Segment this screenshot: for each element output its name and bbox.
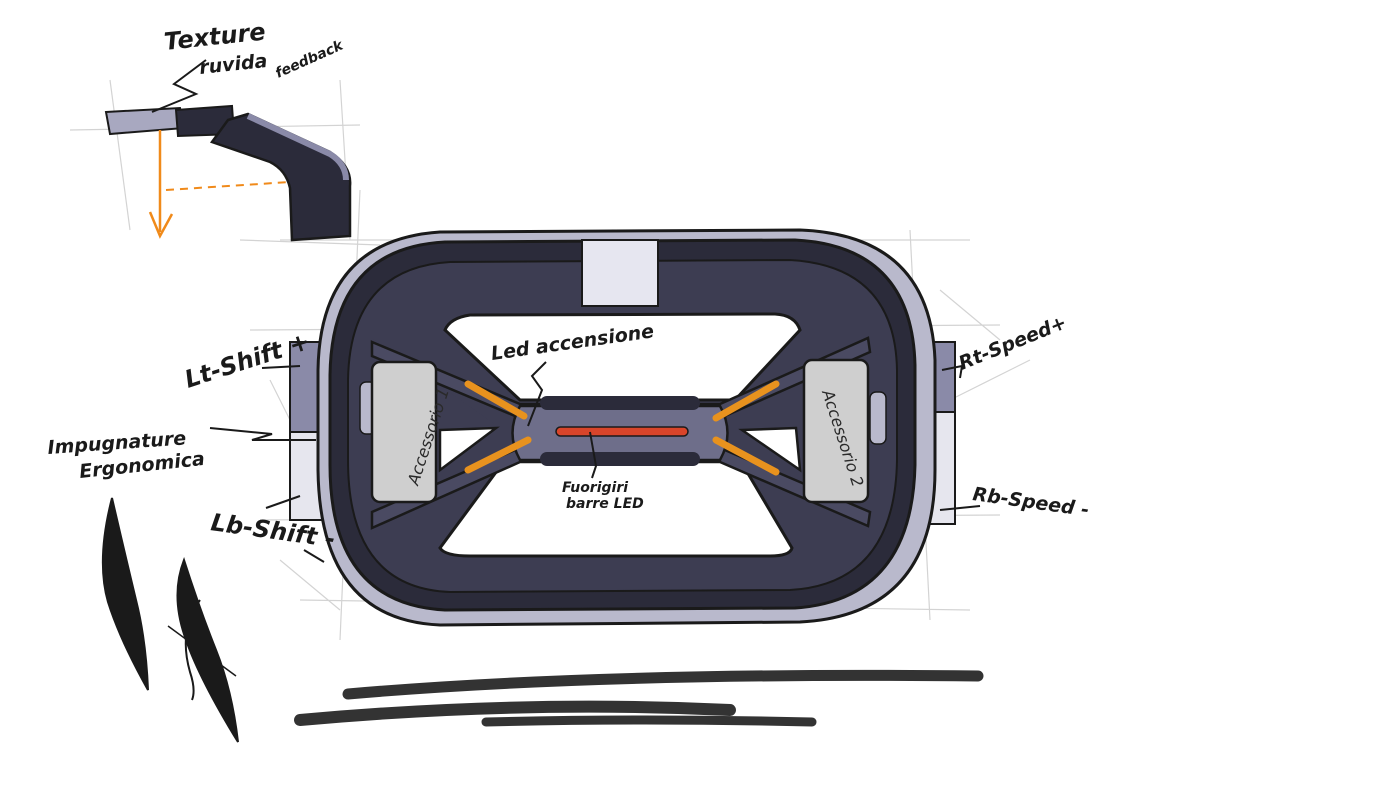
accessory-pad-2 [802, 358, 870, 504]
led-upper-right [712, 380, 780, 422]
fuorigiri-label-1: Fuorigiri [562, 480, 628, 496]
side-profile [104, 59, 352, 242]
texture-label-2: ruvida [198, 50, 268, 79]
rt-speed-label: Rt-Speed+ [956, 311, 1070, 374]
ground-shadow [294, 669, 984, 727]
leader-lines [209, 361, 981, 563]
accessory-pad-1 [370, 360, 438, 504]
center-red-led [555, 426, 689, 437]
led-lower-left [464, 436, 532, 474]
feedback-label: feedback [273, 37, 347, 82]
wheel-body: Accessorio 1 Accessorio 2 [289, 228, 956, 627]
led-lower-right [712, 436, 780, 476]
grip-hatch-sketches [101, 497, 239, 743]
texture-label-1: Texture [163, 17, 267, 55]
top-center-marker [581, 239, 659, 307]
led-upper-left [464, 380, 528, 420]
fuorigiri-label-2: barre LED [566, 496, 644, 512]
